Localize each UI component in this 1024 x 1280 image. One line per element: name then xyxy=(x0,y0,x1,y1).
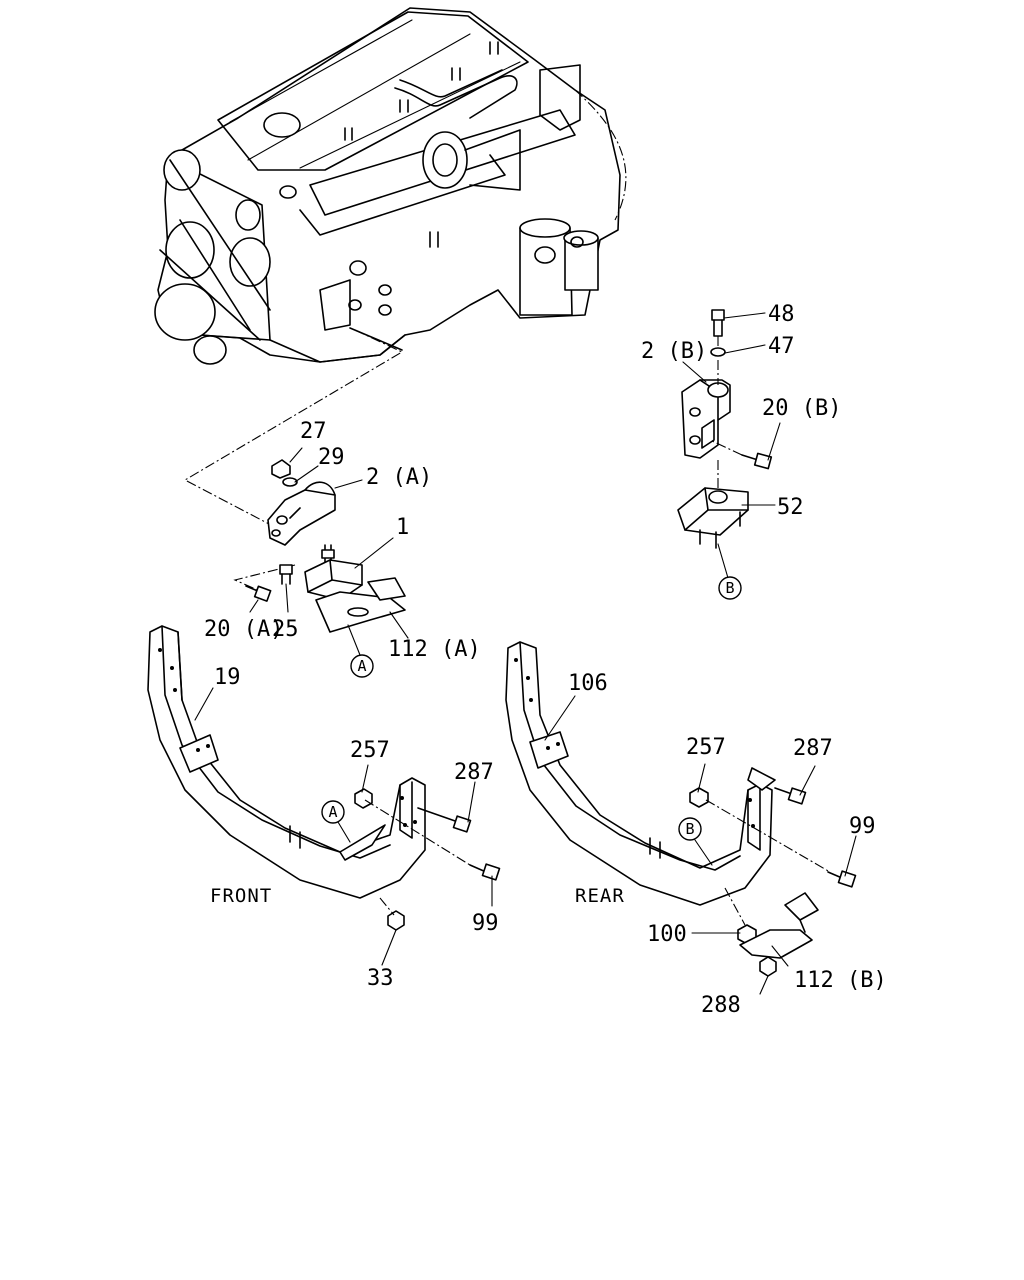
nut-288-drawing xyxy=(759,956,777,977)
heat-shield-112a-drawing xyxy=(315,577,406,633)
bolt-20a-drawing xyxy=(245,585,272,602)
bolt-99-front-drawing xyxy=(469,863,501,881)
callout-99-rear: 99 xyxy=(849,814,876,839)
callout-52: 52 xyxy=(777,495,804,520)
callout-112a: 112 (A) xyxy=(388,637,481,662)
bolt-99-rear-drawing xyxy=(827,870,857,888)
bolt-25-drawing xyxy=(279,564,293,585)
callout-287-front: 287 xyxy=(454,760,494,785)
callout-27: 27 xyxy=(300,419,327,444)
callout-100: 100 xyxy=(647,922,687,947)
ref-marker-b-upper-circle xyxy=(718,576,742,600)
ref-marker-a-upper-circle xyxy=(350,654,374,678)
bolt-287-rear-drawing xyxy=(774,787,807,805)
nut-257-rear-drawing xyxy=(689,787,709,808)
nut-27-drawing xyxy=(271,459,291,479)
front-mount-assembly xyxy=(183,329,406,633)
reference-markers: B A A B xyxy=(321,576,742,841)
callout-288: 288 xyxy=(701,993,741,1018)
ref-marker-a-lower: A xyxy=(328,803,337,821)
rubber-mount-52-drawing xyxy=(677,487,749,549)
callout-20a: 20 (A) xyxy=(204,617,283,642)
washer-29-drawing xyxy=(282,477,298,487)
front-crossmember-19-drawing xyxy=(147,625,501,931)
bolt-48-drawing xyxy=(711,309,725,337)
bracket-2a-drawing xyxy=(267,481,336,546)
callout-33: 33 xyxy=(367,966,394,991)
rubber-mount-1-drawing xyxy=(304,559,363,601)
callout-47: 47 xyxy=(768,334,795,359)
rear-mount-assembly xyxy=(677,309,773,549)
bracket-2b-drawing xyxy=(681,379,731,459)
rear-crossmember-106-drawing xyxy=(505,641,857,977)
ref-marker-a-lower-circle xyxy=(321,800,345,824)
bolt-287-front-drawing xyxy=(417,807,472,833)
engine-block-drawing xyxy=(154,7,627,365)
ref-marker-a-upper: A xyxy=(357,657,366,675)
callout-112b: 112 (B) xyxy=(794,968,887,993)
heat-shield-112b-drawing xyxy=(739,892,819,959)
callout-99-front: 99 xyxy=(472,911,499,936)
washer-47-drawing xyxy=(710,347,726,357)
ref-marker-b-lower: B xyxy=(685,820,694,838)
callout-labels: 48 47 2 (B) 20 (B) 52 27 29 2 (A) 1 20 (… xyxy=(204,302,887,1018)
caption-rear: REAR xyxy=(575,885,625,907)
callout-25: 25 xyxy=(272,617,299,642)
bolt-20b-drawing xyxy=(741,452,773,470)
callout-29: 29 xyxy=(318,445,345,470)
nut-257-front-drawing xyxy=(354,788,373,809)
callout-106: 106 xyxy=(568,671,608,696)
callout-287-rear: 287 xyxy=(793,736,833,761)
ref-marker-b-lower-circle xyxy=(678,817,702,841)
callout-1: 1 xyxy=(396,515,409,540)
callout-257-rear: 257 xyxy=(686,735,726,760)
callout-2b: 2 (B) xyxy=(641,339,707,364)
callout-48: 48 xyxy=(768,302,795,327)
callout-2a: 2 (A) xyxy=(366,465,432,490)
callout-19: 19 xyxy=(214,665,241,690)
leader-lines xyxy=(194,312,857,995)
callout-257-front: 257 xyxy=(350,738,390,763)
caption-front: FRONT xyxy=(210,885,272,907)
nut-33-drawing xyxy=(387,910,405,931)
ref-marker-b-upper: B xyxy=(725,579,734,597)
callout-20b: 20 (B) xyxy=(762,396,841,421)
